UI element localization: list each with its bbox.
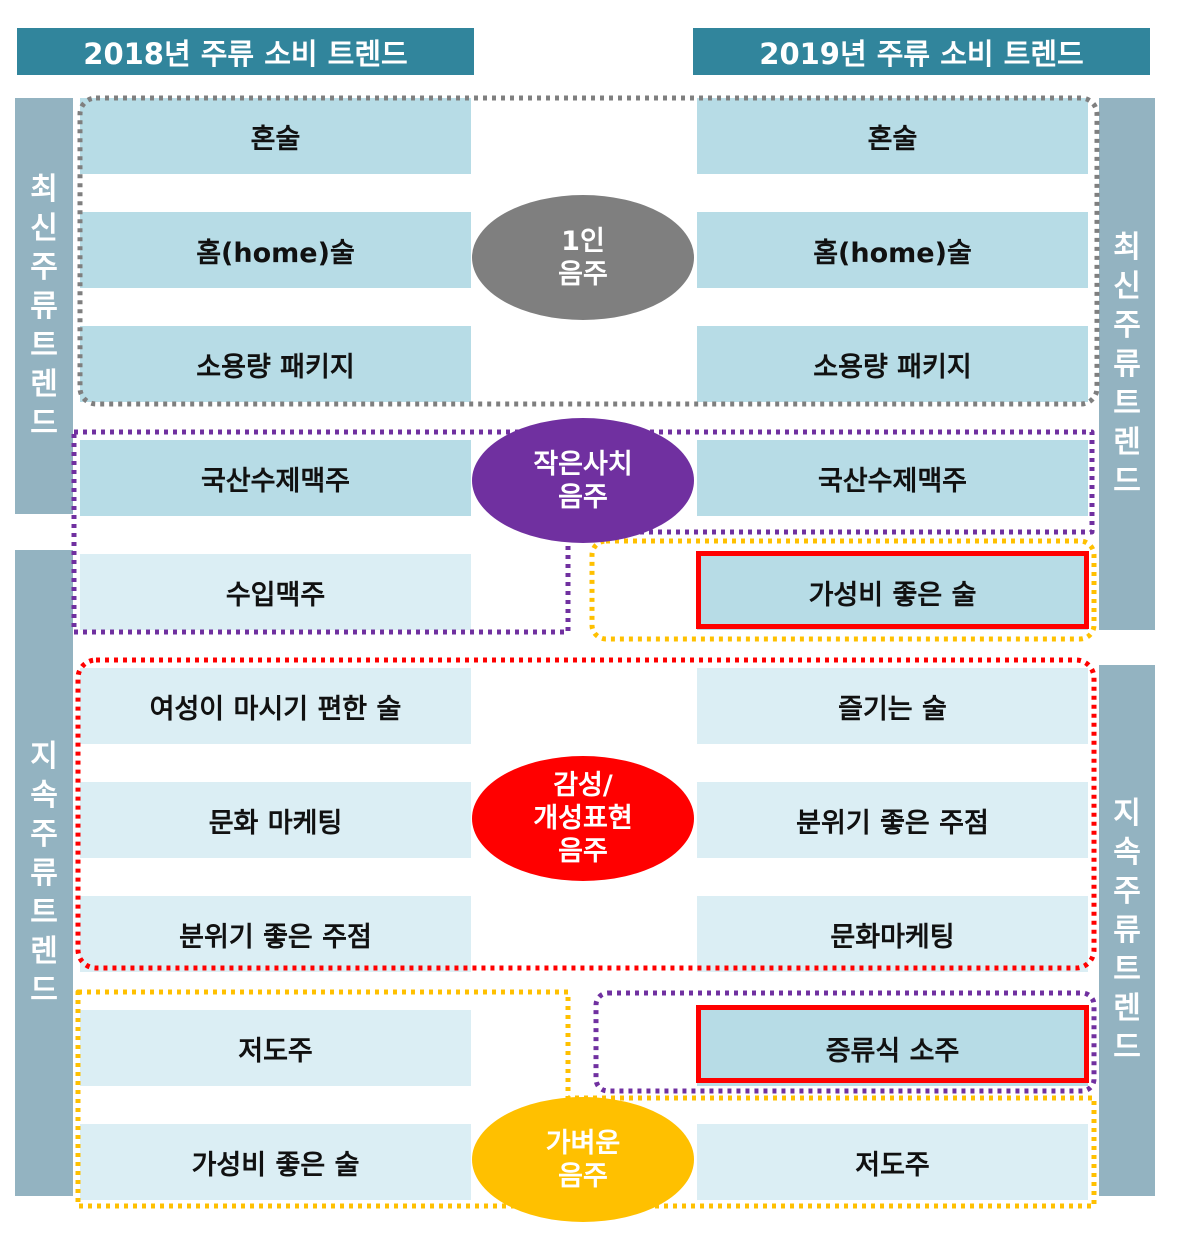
side-char: 주	[30, 816, 58, 852]
item-2018-culture-marketing: 문화 마케팅	[80, 782, 471, 858]
category-one-person: 1인 음주	[472, 195, 694, 320]
category-line: 개성표현	[533, 803, 633, 834]
item-2018-value-drink: 가성비 좋은 술	[80, 1124, 471, 1200]
item-2018-honsul: 혼술	[80, 98, 471, 174]
side-label-latest-left: 최 신 주 류 트 렌 드	[15, 98, 73, 514]
side-label-ongoing-left: 지 속 주 류 트 렌 드	[15, 550, 73, 1196]
item-2018-mood-pub: 분위기 좋은 주점	[80, 896, 471, 972]
side-char: 드	[30, 972, 58, 1008]
side-char: 지	[30, 738, 58, 774]
side-char: 트	[30, 327, 58, 363]
side-char: 렌	[30, 366, 58, 402]
item-2019-honsul: 혼술	[697, 98, 1088, 174]
frame-one-person	[77, 95, 1100, 407]
item-2019-craft-beer: 국산수제맥주	[697, 440, 1088, 516]
side-char: 류	[30, 855, 58, 891]
highlight-frame-value-drink	[696, 551, 1089, 629]
side-char: 주	[1113, 874, 1141, 909]
category-line: 음주	[558, 836, 608, 867]
frame-small-luxury-bottom	[593, 990, 1097, 1094]
frame-light-top	[589, 538, 1097, 642]
item-2018-low-alcohol: 저도주	[80, 1010, 471, 1086]
side-char: 렌	[30, 933, 58, 969]
side-char: 드	[30, 405, 58, 441]
side-char: 트	[30, 894, 58, 930]
side-char: 류	[1113, 346, 1141, 382]
header-2019: 2019년 주류 소비 트렌드	[693, 28, 1150, 75]
side-char: 류	[1113, 913, 1141, 948]
side-char: 드	[1113, 1030, 1141, 1065]
side-char: 주	[1113, 307, 1141, 343]
side-char: 지	[1113, 796, 1141, 831]
header-2018: 2018년 주류 소비 트렌드	[17, 28, 474, 75]
side-char: 렌	[1113, 424, 1141, 460]
item-2018-easy-drink: 여성이 마시기 편한 술	[80, 668, 471, 744]
item-2019-distilled-soju: 증류식 소주	[697, 1010, 1088, 1086]
item-2018-home-sul: 홈(home)술	[80, 212, 471, 288]
category-light: 가벼운 음주	[472, 1097, 694, 1222]
side-char: 신	[1113, 268, 1141, 304]
side-char: 속	[1113, 835, 1141, 870]
item-2019-small-package: 소용량 패키지	[697, 326, 1088, 402]
item-2019-home-sul: 홈(home)술	[697, 212, 1088, 288]
item-2019-culture-marketing: 문화마케팅	[697, 896, 1088, 972]
item-2019-low-alcohol: 저도주	[697, 1124, 1088, 1200]
item-2019-mood-pub: 분위기 좋은 주점	[697, 782, 1088, 858]
side-char: 류	[30, 288, 58, 324]
side-char: 트	[1113, 952, 1141, 987]
category-line: 작은사치	[533, 448, 633, 480]
frame-light	[75, 989, 1097, 1209]
side-char: 최	[1113, 229, 1141, 265]
item-2018-small-package: 소용량 패키지	[80, 326, 471, 402]
item-2019-enjoy-drink: 즐기는 술	[697, 668, 1088, 744]
side-label-ongoing-right: 지 속 주 류 트 렌 드	[1099, 665, 1155, 1196]
item-2018-craft-beer: 국산수제맥주	[80, 440, 471, 516]
side-char: 렌	[1113, 991, 1141, 1026]
category-line: 가벼운	[545, 1127, 621, 1159]
side-char: 트	[1113, 385, 1141, 421]
side-char: 드	[1113, 463, 1141, 499]
category-line: 음주	[558, 258, 608, 290]
frame-emotional	[75, 657, 1097, 971]
category-small-luxury: 작은사치 음주	[472, 418, 694, 543]
category-line: 음주	[558, 481, 608, 513]
item-2018-imported-beer: 수입맥주	[80, 554, 471, 630]
side-char: 최	[30, 171, 58, 207]
side-char: 신	[30, 210, 58, 246]
category-line: 음주	[558, 1160, 608, 1192]
side-char: 주	[30, 249, 58, 285]
category-line: 감성/	[553, 770, 613, 801]
side-label-latest-right: 최 신 주 류 트 렌 드	[1099, 98, 1155, 630]
item-2019-value-drink: 가성비 좋은 술	[697, 554, 1088, 630]
side-char: 속	[30, 777, 58, 813]
category-line: 1인	[561, 225, 605, 257]
highlight-frame-distilled-soju	[696, 1005, 1089, 1083]
header-2018-label: 2018년 주류 소비 트렌드	[83, 36, 408, 71]
category-emotional: 감성/ 개성표현 음주	[472, 756, 694, 881]
header-2019-label: 2019년 주류 소비 트렌드	[759, 36, 1084, 71]
